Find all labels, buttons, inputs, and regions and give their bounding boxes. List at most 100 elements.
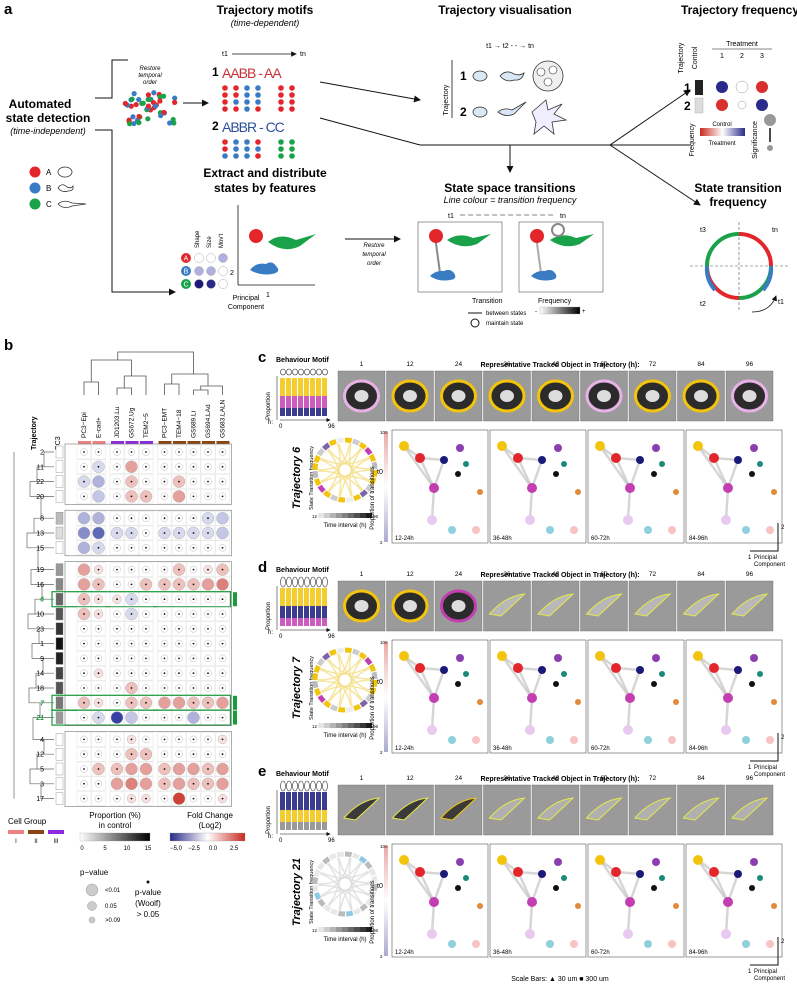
fold-change-bubble	[77, 526, 91, 540]
state-node	[721, 725, 731, 735]
stf-arc-segment	[368, 453, 377, 462]
woolf-dot	[97, 598, 100, 601]
woolf-dot	[192, 797, 195, 800]
pc3-proportion-cell	[55, 526, 64, 540]
motif-shape-glyph	[310, 780, 316, 792]
time-interval-swatch	[348, 513, 354, 518]
stf-arc-segment	[317, 484, 326, 493]
heat-cell-frame	[186, 444, 201, 460]
woolf-dot	[163, 517, 166, 520]
heat-cell-frame	[124, 636, 139, 651]
segmented-cell	[682, 593, 720, 617]
cell-group-3: III	[53, 839, 58, 845]
woolf-dot	[130, 546, 133, 549]
motif-dot	[278, 153, 284, 159]
heat-cell-frame	[171, 791, 187, 806]
stf-arc-segment	[329, 704, 338, 712]
woolf-dot	[163, 568, 166, 571]
woolf-dot	[130, 598, 133, 601]
time-interval-swatch	[348, 927, 354, 932]
time-interval-swatch	[324, 513, 330, 518]
heat-cell-frame	[138, 791, 154, 806]
cell-group-1: I	[15, 839, 17, 845]
scale-bar-note: Scale Bars: ▲ 30 um ■ 300 um	[511, 976, 609, 983]
woolf-dot	[178, 598, 180, 601]
scatter-dot	[136, 96, 142, 103]
heat-cell-frame	[76, 636, 92, 651]
segmented-cell	[634, 593, 672, 617]
cell-nucleus	[742, 390, 757, 402]
woolf-dot	[145, 613, 147, 615]
motif-logo-bar	[298, 822, 303, 830]
woolf-dot	[207, 480, 209, 483]
heat-cell-frame	[76, 606, 92, 622]
stf-arc-segment	[365, 483, 374, 493]
state-node	[623, 515, 633, 525]
stf-arc-segment	[313, 892, 322, 901]
pc3-proportion-cell	[55, 637, 64, 650]
fold-sub: (Log2)	[198, 821, 221, 830]
woolf-dot	[163, 598, 166, 601]
feature-row-state	[181, 253, 191, 263]
heat-cell-frame	[200, 732, 216, 747]
feature-row-letter: A	[184, 256, 189, 263]
woolf-dot	[145, 465, 147, 468]
hour-label: 36	[503, 571, 511, 578]
arrow-main-line	[319, 117, 690, 146]
heat-cell-frame	[91, 732, 106, 747]
pc-state-a	[249, 229, 263, 243]
motif-logo-bar	[316, 792, 321, 810]
woolf-dot	[116, 568, 118, 571]
stf-arc-segment	[344, 647, 353, 654]
motif-dot	[255, 85, 261, 91]
heat-cell-frame	[138, 511, 154, 526]
motifs-subtitle: (time-dependent)	[231, 18, 300, 28]
woolf-dot	[116, 480, 118, 483]
woolf-dot	[145, 451, 147, 453]
motif-dot	[255, 92, 261, 98]
hour-label: 84	[697, 361, 705, 368]
heat-cell-frame	[109, 606, 125, 622]
stf-arc-segment	[336, 851, 344, 858]
feature-dot-grid: ABC	[181, 253, 228, 289]
time-interval-swatch	[330, 513, 336, 518]
heat-cell-frame	[109, 444, 125, 460]
woolf-dot	[83, 768, 85, 770]
woolf-dot	[145, 532, 147, 534]
woolf-dot	[178, 657, 180, 660]
state-node	[771, 903, 777, 909]
motif-logo-bar	[322, 588, 327, 606]
pc-axis	[750, 733, 779, 762]
heat-cell-frame	[171, 606, 187, 622]
heat-cell-frame	[109, 791, 125, 806]
cell-nucleus	[354, 390, 369, 402]
window-label: 12-24h	[395, 746, 414, 752]
heat-cell-frame	[157, 747, 172, 762]
window-label: 60-72h	[591, 746, 610, 752]
motif-proportion-label: Proportion	[266, 602, 272, 630]
auto-state-detection: Automated state detection (time-independ…	[6, 97, 90, 210]
state-node	[668, 736, 676, 744]
stf-arc-segment	[352, 852, 361, 860]
woolf-dot	[192, 598, 195, 601]
fold-change-bubble	[201, 578, 215, 591]
woolf-dot	[207, 672, 209, 675]
woolf-dot	[163, 657, 166, 660]
motif-proportion-label: Proportion	[266, 392, 272, 420]
transition-edge	[724, 901, 730, 935]
freq-significance: Significance	[752, 121, 759, 159]
state-node	[651, 885, 657, 891]
heat-cell-frame	[200, 562, 216, 577]
state-node	[553, 471, 559, 477]
heat-cell-frame	[124, 791, 139, 806]
panel-b-letter: b	[4, 337, 13, 354]
motif-dot	[222, 99, 228, 105]
state-node	[644, 940, 652, 948]
segmented-cell	[537, 593, 575, 617]
auto-title-1: Automated	[9, 97, 72, 111]
heat-cell-frame	[138, 525, 154, 541]
vis-time: t1 → t2 - - → tn	[486, 43, 534, 50]
stf-arc-segment	[313, 454, 321, 463]
motif-logo-bar	[304, 792, 309, 810]
motif-logo-bar	[280, 810, 285, 822]
